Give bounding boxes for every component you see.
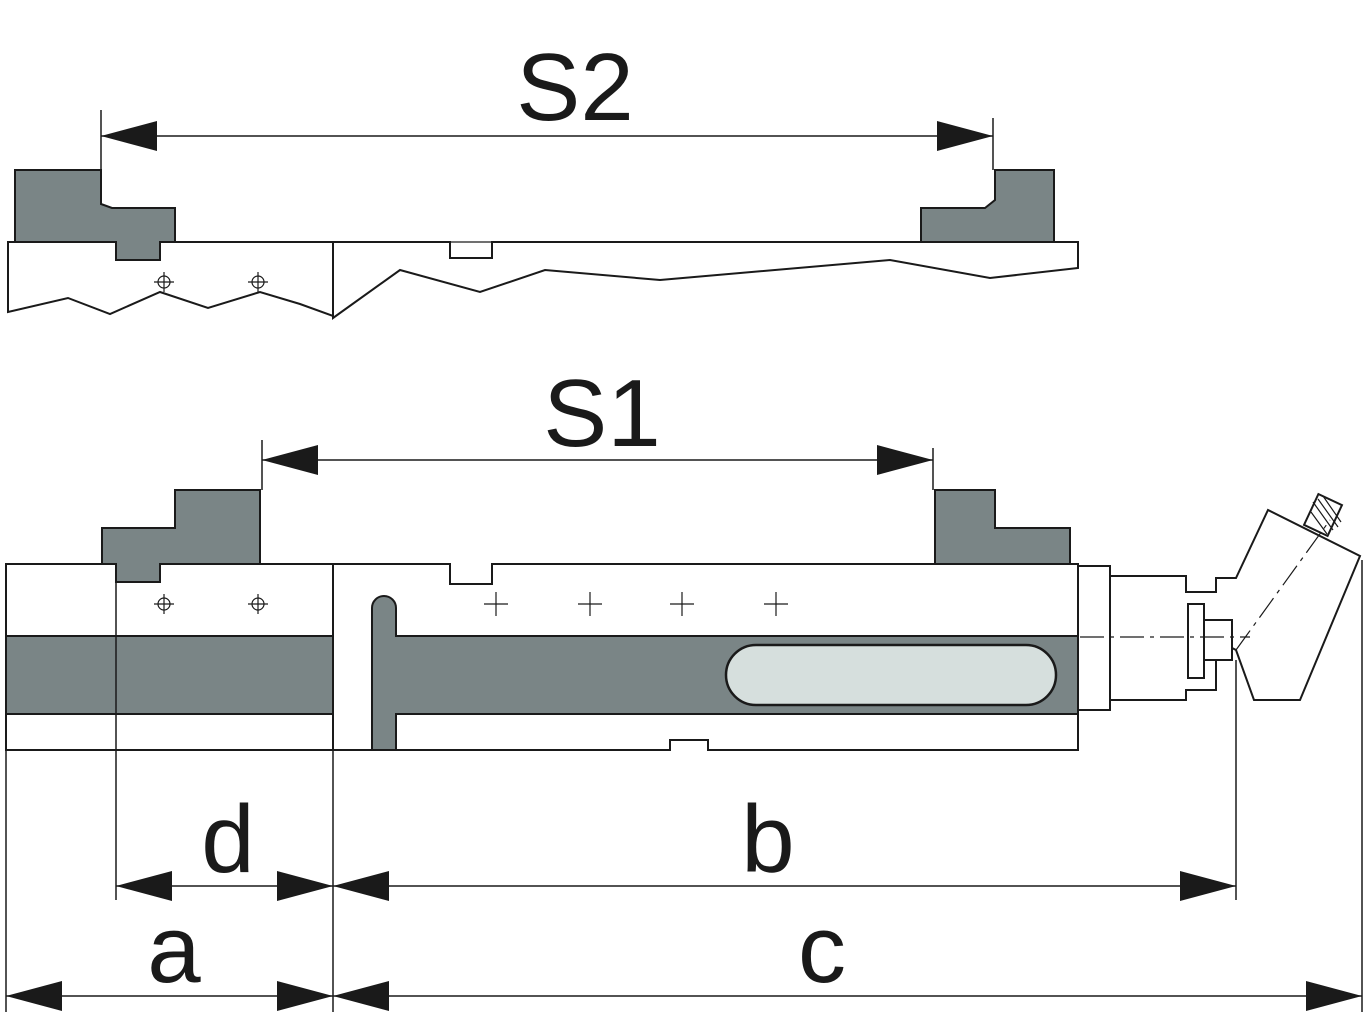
a-arrow-right: [277, 981, 333, 1011]
top-right-jaw: [920, 169, 1055, 243]
d-arrow-left: [116, 871, 172, 901]
d-label: d: [201, 786, 254, 893]
bottom-spindle-axis: [1235, 519, 1331, 651]
bottom-left-jaw: [101, 489, 261, 583]
bottom-crosshair-2: [248, 594, 268, 614]
c-label: c: [798, 896, 846, 1003]
b-arrow-right: [1180, 871, 1236, 901]
bottom-crank-knurl: [1310, 495, 1342, 535]
b-label: b: [741, 786, 794, 893]
a-label: a: [147, 896, 201, 1003]
bottom-spindle-housing: [1109, 508, 1362, 701]
bottom-window-slot: [724, 643, 1058, 707]
bottom-band-left: [5, 635, 334, 715]
top-base-left: [7, 241, 334, 318]
bottom-right-jaw: [934, 489, 1071, 565]
s2-label: S2: [516, 34, 633, 141]
top-base-right: [332, 241, 1079, 320]
bottom-plus-marks: [484, 592, 788, 616]
s1-label: S1: [543, 360, 660, 467]
top-crosshair-2: [248, 272, 268, 292]
s2-arrow-right: [937, 121, 993, 151]
bottom-vise-view: S1: [5, 360, 1362, 751]
b-arrow-left: [333, 871, 389, 901]
top-vise-view: S2: [7, 34, 1079, 320]
s2-arrow-left: [101, 121, 157, 151]
bottom-spindle-nut: [1187, 603, 1205, 679]
top-crosshair-1: [154, 272, 174, 292]
s1-arrow-left: [262, 445, 318, 475]
c-arrow-right: [1306, 981, 1362, 1011]
bottom-end-flange: [1077, 565, 1111, 711]
lower-dimensions: d b a c: [5, 560, 1363, 1012]
s1-arrow-right: [877, 445, 933, 475]
bottom-crosshair-1: [154, 594, 174, 614]
c-arrow-left: [333, 981, 389, 1011]
d-arrow-right: [277, 871, 333, 901]
top-left-jaw: [14, 169, 176, 261]
bottom-spindle-collar: [1203, 619, 1233, 661]
a-arrow-left: [6, 981, 62, 1011]
